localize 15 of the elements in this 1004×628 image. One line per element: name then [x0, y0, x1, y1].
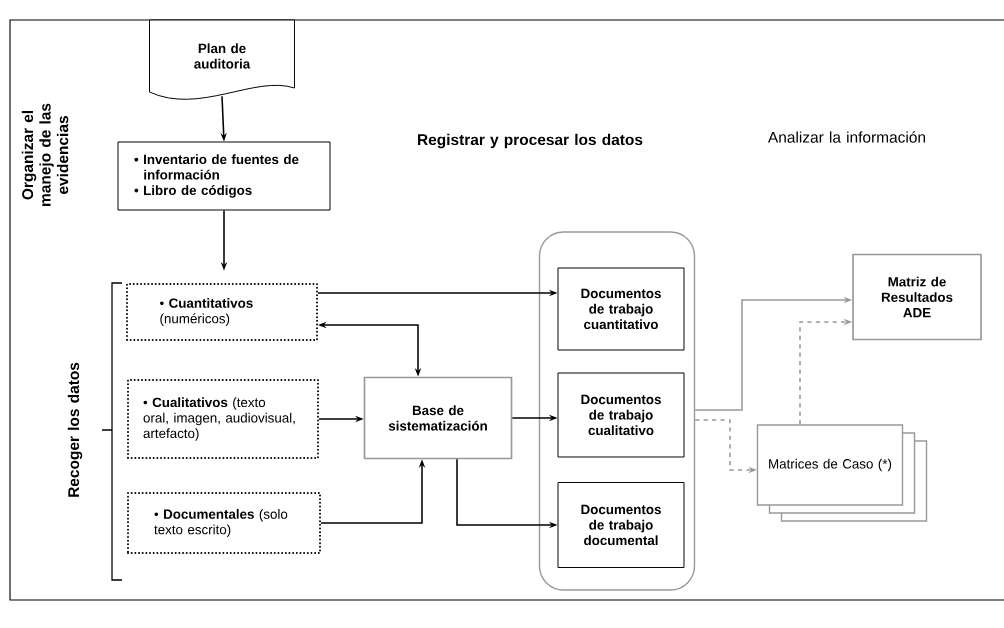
process-box: Documentos de trabajo cuantitativo: [557, 267, 685, 351]
section-label: Registrar y procesar los datos: [418, 133, 643, 149]
stacked-documents: Matrices de Caso (*): [756, 424, 928, 522]
data-box: • Cuantitativos (numéricos): [126, 283, 318, 341]
process-box: • Inventario de fuentes de información • Libro de códigos: [117, 141, 331, 211]
data-box: • Documentales (solo texto escrito): [127, 492, 321, 554]
section-label: Analizar la información: [767, 131, 925, 143]
process-box: Matriz de Resultados ADE: [852, 253, 982, 341]
section-label: Recoger los datos: [67, 362, 83, 497]
data-box: • Cualitativos (texto oral, imagen, audiovisual, artefacto): [127, 379, 319, 459]
process-box: Documentos de trabajo documental: [557, 482, 685, 568]
section-label: Organizar el manejo de las evidencias: [21, 103, 69, 206]
group-box: [538, 231, 696, 591]
process-box: Documentos de trabajo cualitativo: [557, 372, 685, 458]
process-box: Base de sistematización: [363, 376, 513, 460]
